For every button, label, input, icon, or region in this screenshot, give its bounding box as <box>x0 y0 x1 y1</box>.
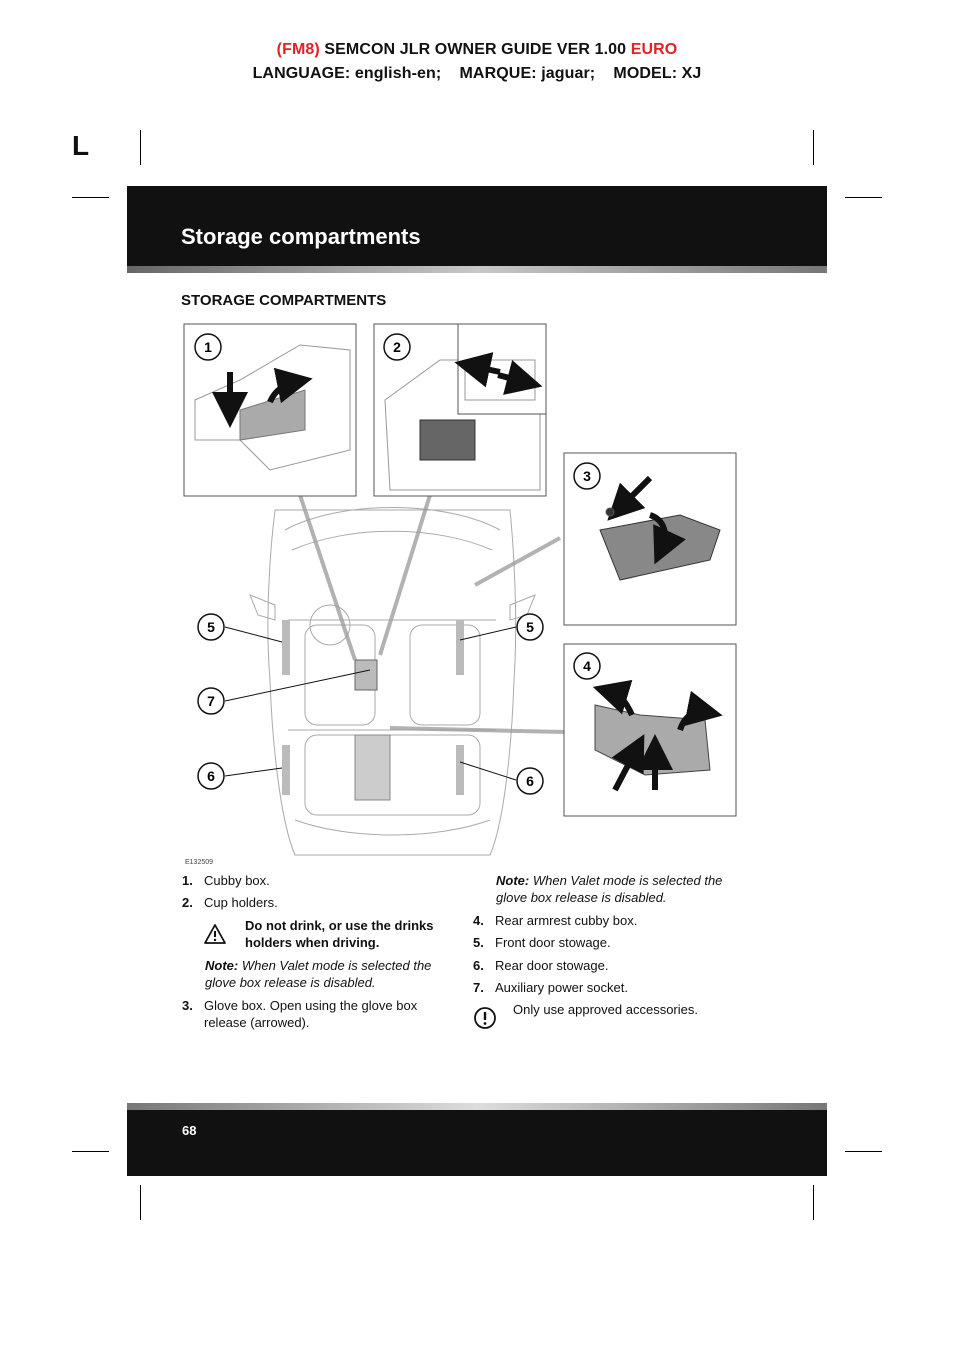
callout-markers: 1 2 3 4 5 5 7 6 6 <box>194 333 601 795</box>
item-number: 3. <box>182 998 193 1013</box>
crop-mark <box>140 130 141 165</box>
list-item: 7. Auxiliary power socket. <box>473 979 733 996</box>
note-text: When Valet mode is selected the glove bo… <box>496 873 723 905</box>
inset-panel-4 <box>563 643 737 817</box>
figure-code: E132509 <box>185 859 213 866</box>
centre-console-cubby <box>354 659 378 691</box>
storage-compartments-illustration: 1 2 3 4 5 5 7 6 6 E132509 <box>183 323 737 866</box>
svg-text:5: 5 <box>526 619 534 635</box>
crop-mark <box>72 1151 109 1152</box>
list-item: 2. Cup holders. <box>182 894 442 911</box>
callout-lines <box>224 626 517 781</box>
callout-4: 4 <box>573 652 601 680</box>
note-label: Note: <box>496 873 530 888</box>
item-number: 4. <box>473 913 484 928</box>
crop-mark <box>140 1185 141 1220</box>
callout-3: 3 <box>573 462 601 490</box>
front-door-stowage-left <box>282 620 290 675</box>
doc-header-line1: (FM8) SEMCON JLR OWNER GUIDE VER 1.00 EU… <box>0 41 954 59</box>
callout-2: 2 <box>383 333 411 361</box>
item-text: Auxiliary power socket. <box>495 980 628 995</box>
item-number: 7. <box>473 980 484 995</box>
item-number: 6. <box>473 958 484 973</box>
list-item: 4. Rear armrest cubby box. <box>473 912 733 929</box>
note: Note: When Valet mode is selected the gl… <box>496 872 731 906</box>
caution-text: Only use approved accessories. <box>513 1002 698 1017</box>
list-item: 1. Cubby box. <box>182 872 442 889</box>
header-prefix: (FM8) <box>276 41 320 58</box>
crop-mark <box>845 197 882 198</box>
doc-header-line2: LANGUAGE: english-en; MARQUE: jaguar; MO… <box>252 65 702 82</box>
crop-mark <box>845 1151 882 1152</box>
note-label: Note: <box>205 958 239 973</box>
chapter-title: Storage compartments <box>181 224 421 249</box>
banner-gradient-bar <box>127 266 827 273</box>
rear-door-stowage-left <box>282 745 290 795</box>
item-text: Rear door stowage. <box>495 958 609 973</box>
item-text: Front door stowage. <box>495 935 611 950</box>
list-item: 3. Glove box. Open using the glove box r… <box>182 997 442 1030</box>
header-suffix: EURO <box>630 41 678 58</box>
svg-text:5: 5 <box>207 619 215 635</box>
item-text: Glove box. Open using the glove box rele… <box>204 998 418 1030</box>
svg-text:6: 6 <box>207 768 215 784</box>
svg-text:3: 3 <box>583 468 591 484</box>
rear-door-stowage-right <box>456 745 464 795</box>
item-number: 1. <box>182 873 193 888</box>
callout-5-right: 5 <box>516 613 544 641</box>
footer-gradient-bar <box>127 1103 827 1110</box>
note-text: When Valet mode is selected the glove bo… <box>205 958 432 990</box>
item-number: 5. <box>473 935 484 950</box>
svg-text:7: 7 <box>207 693 215 709</box>
chapter-banner <box>127 186 827 266</box>
callout-1: 1 <box>194 333 222 361</box>
svg-text:1: 1 <box>204 339 212 355</box>
list-item: 5. Front door stowage. <box>473 934 733 951</box>
item-number: 2. <box>182 895 193 910</box>
svg-text:6: 6 <box>526 773 534 789</box>
item-text: Rear armrest cubby box. <box>495 913 638 928</box>
front-door-stowage-right <box>456 620 464 675</box>
callout-7: 7 <box>197 687 225 715</box>
crop-mark <box>72 197 109 198</box>
svg-text:4: 4 <box>583 658 591 674</box>
callout-5-left: 5 <box>197 613 225 641</box>
crop-mark <box>813 1185 814 1220</box>
warning-text: Do not drink, or use the drinks holders … <box>245 918 434 950</box>
callout-6-left: 6 <box>197 762 225 790</box>
svg-text:2: 2 <box>393 339 401 355</box>
callout-6-right: 6 <box>516 767 544 795</box>
header-main: SEMCON JLR OWNER GUIDE VER 1.00 <box>324 41 627 58</box>
item-text: Cubby box. <box>204 873 270 888</box>
corner-mark: L <box>72 130 90 161</box>
caution-exclamation-icon <box>474 1007 496 1029</box>
rear-armrest <box>354 734 391 801</box>
footer-bar <box>127 1110 827 1176</box>
page-number: 68 <box>182 1123 197 1138</box>
inset-panel-1 <box>183 323 357 497</box>
warning-triangle-icon <box>204 924 226 944</box>
item-text: Cup holders. <box>204 895 278 910</box>
list-item: 6. Rear door stowage. <box>473 957 733 974</box>
leader-lines <box>298 494 566 734</box>
crop-mark <box>813 130 814 165</box>
section-title: STORAGE COMPARTMENTS <box>181 292 387 309</box>
car-outline-plan-view <box>249 507 536 856</box>
note: Note: When Valet mode is selected the gl… <box>205 957 440 991</box>
